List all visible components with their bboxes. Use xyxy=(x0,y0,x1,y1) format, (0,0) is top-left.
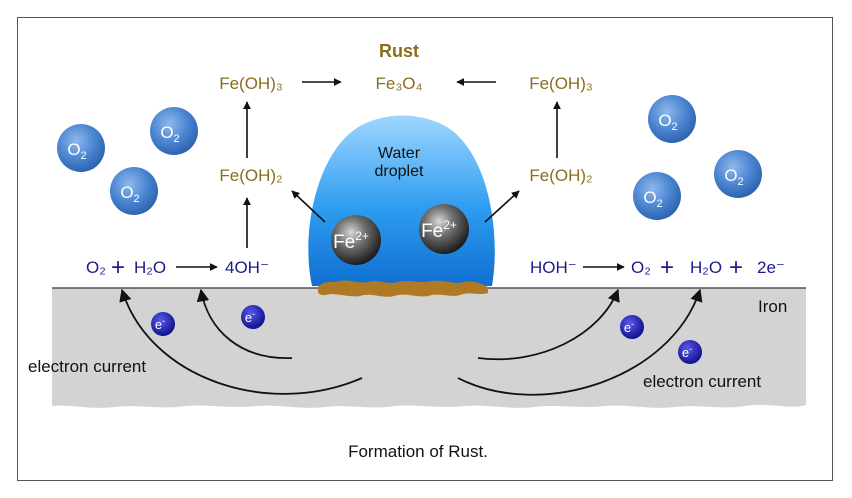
fe-ion-charge: 2+ xyxy=(443,218,457,232)
oxygen-molecule: O2 xyxy=(648,95,696,143)
svg-text:Fe2+: Fe2+ xyxy=(333,229,369,253)
left-reaction-product: 4OH⁻ xyxy=(225,258,269,277)
fe-ion-base: Fe xyxy=(421,221,443,242)
electron-current-label-right: electron current xyxy=(643,372,761,391)
droplet-label-line1: Water xyxy=(378,145,421,162)
right-reaction-o2: O₂ xyxy=(631,258,651,277)
oxygen-molecule: O2 xyxy=(714,150,762,198)
oxygen-molecule: O2 xyxy=(633,172,681,220)
product-arrows xyxy=(243,78,561,248)
electron: e- xyxy=(620,315,644,339)
electron: e- xyxy=(678,340,702,364)
right-reaction-electrons: 2e⁻ xyxy=(757,258,785,277)
product-feoh3-right: Fe(OH)₃ xyxy=(529,74,593,93)
oxygen-molecule: O2 xyxy=(150,107,198,155)
rust-deposit xyxy=(318,280,488,297)
oxygen-molecule: O2 xyxy=(110,167,158,215)
svg-text:O2: O2 xyxy=(658,111,677,133)
svg-text:e-: e- xyxy=(155,316,165,332)
water-droplet xyxy=(308,115,495,286)
product-fe3o4: Fe₃O₄ xyxy=(376,74,423,93)
svg-text:e-: e- xyxy=(245,309,255,325)
fe-ion-base: Fe xyxy=(333,232,355,253)
svg-text:Fe2+: Fe2+ xyxy=(421,218,457,242)
electron-current-label-left: electron current xyxy=(28,357,146,376)
rust-title: Rust xyxy=(379,41,419,61)
electron-current-arrows xyxy=(119,288,703,396)
left-reaction-h2o: H₂O xyxy=(134,258,166,277)
right-reaction-reactant: HOH⁻ xyxy=(530,258,577,277)
electron: e- xyxy=(151,312,175,336)
right-reaction-plus2: + xyxy=(729,254,743,281)
fe-ion-right: Fe2+ xyxy=(419,204,469,254)
right-reaction-plus1: + xyxy=(660,254,674,281)
svg-text:O2: O2 xyxy=(160,123,179,145)
svg-text:e-: e- xyxy=(624,319,634,335)
fe-ion-left: Fe2+ xyxy=(331,215,381,265)
iron-label: Iron xyxy=(758,297,787,316)
svg-text:O2: O2 xyxy=(724,166,743,188)
figure-caption: Formation of Rust. xyxy=(348,442,488,461)
svg-text:O2: O2 xyxy=(643,188,662,210)
svg-text:O2: O2 xyxy=(67,140,86,162)
svg-text:O2: O2 xyxy=(120,183,139,205)
iron-block xyxy=(52,288,806,408)
left-reaction-plus: + xyxy=(111,254,125,281)
product-feoh3-left: Fe(OH)₃ xyxy=(219,74,283,93)
droplet-label-line2: droplet xyxy=(375,163,424,180)
fe-ion-charge: 2+ xyxy=(355,229,369,243)
product-feoh2-right: Fe(OH)₂ xyxy=(529,166,592,185)
product-feoh2-left: Fe(OH)₂ xyxy=(219,166,282,185)
right-reaction-h2o: H₂O xyxy=(690,258,722,277)
left-reaction-o2: O₂ xyxy=(86,258,106,277)
oxygen-molecule: O2 xyxy=(57,124,105,172)
electron: e- xyxy=(241,305,265,329)
svg-text:e-: e- xyxy=(682,344,692,360)
